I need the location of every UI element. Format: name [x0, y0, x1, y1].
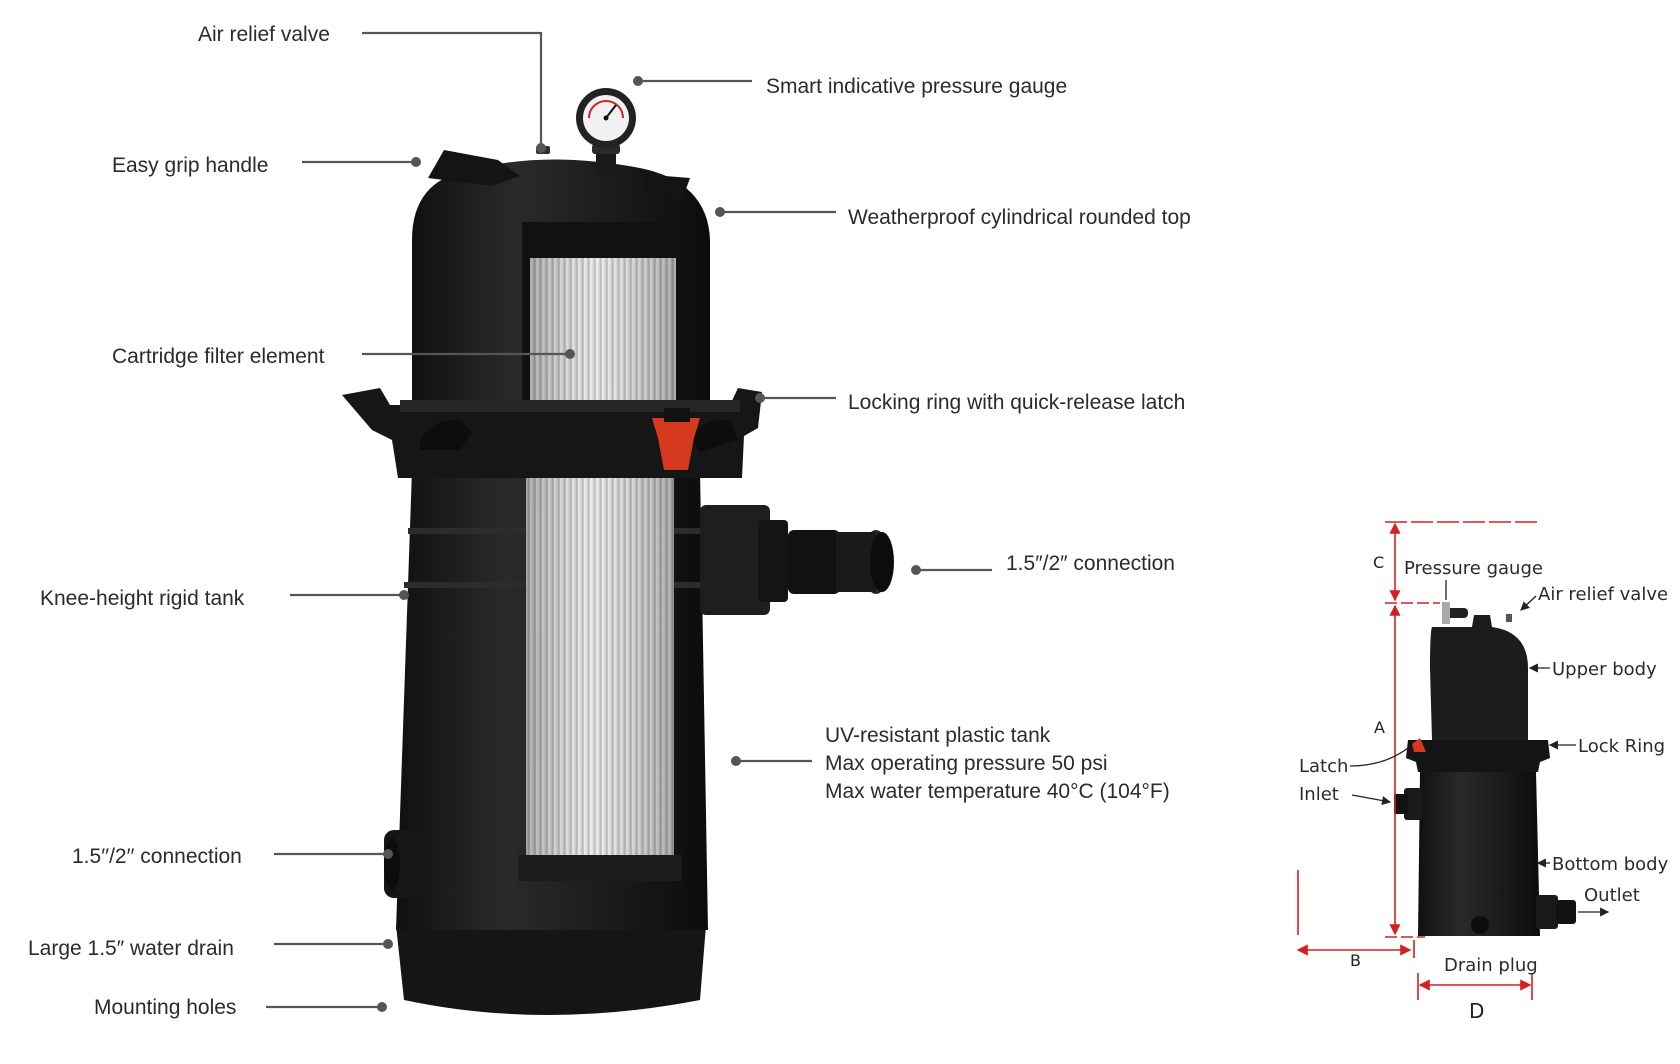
small-label-drain-plug: Drain plug	[1444, 955, 1538, 976]
label-knee-height-tank: Knee-height rigid tank	[40, 587, 245, 610]
callout-pressure-gauge: Smart indicative pressure gauge	[633, 75, 1067, 98]
callout-specs: UV-resistant plastic tank Max operating …	[731, 724, 1170, 803]
callout-water-drain: Large 1.5″ water drain	[28, 937, 393, 960]
callout-connection-right: 1.5″/2″ connection	[911, 552, 1175, 575]
callout-connection-left: 1.5′′/2′′ connection	[72, 845, 393, 868]
label-easy-grip-handle: Easy grip handle	[112, 154, 268, 177]
small-label-air-relief-valve: Air relief valve	[1538, 584, 1668, 605]
pressure-gauge-dial	[576, 88, 636, 174]
small-label-upper-body: Upper body	[1552, 659, 1657, 680]
handle-left	[428, 150, 520, 186]
label-spec-line-3: Max water temperature 40°C (104°F)	[825, 780, 1170, 803]
callout-air-relief-valve: Air relief valve	[198, 23, 546, 153]
callout-rounded-top: Weatherproof cylindrical rounded top	[715, 206, 1191, 229]
callout-locking-ring: Locking ring with quick-release latch	[755, 391, 1185, 414]
callout-mounting-holes: Mounting holes	[94, 996, 387, 1019]
locking-ring-shape	[342, 388, 762, 478]
small-label-latch: Latch	[1299, 756, 1348, 777]
callout-knee-height-tank: Knee-height rigid tank	[40, 587, 409, 610]
dim-label-a: A	[1374, 718, 1385, 737]
dimension-lines	[1296, 521, 1540, 1000]
label-connection-right: 1.5″/2″ connection	[1006, 552, 1175, 575]
label-air-relief-valve: Air relief valve	[198, 23, 330, 46]
small-label-lock-ring: Lock Ring	[1578, 736, 1665, 757]
small-dimension-diagram: C A B D Pressure gauge Air relief valve …	[1296, 521, 1669, 1023]
small-label-pressure-gauge: Pressure gauge	[1404, 558, 1543, 579]
small-label-inlet: Inlet	[1299, 784, 1339, 805]
latch-red	[652, 418, 700, 470]
small-label-outlet: Outlet	[1584, 885, 1640, 906]
label-spec-line-1: UV-resistant plastic tank	[825, 724, 1051, 747]
label-locking-ring: Locking ring with quick-release latch	[848, 391, 1185, 414]
connection-left	[384, 830, 420, 898]
dim-label-b: B	[1350, 951, 1361, 970]
dim-label-d: D	[1469, 999, 1484, 1023]
dim-label-c: C	[1373, 553, 1384, 572]
small-label-bottom-body: Bottom body	[1552, 854, 1669, 875]
label-connection-left: 1.5′′/2′′ connection	[72, 845, 242, 868]
label-pressure-gauge: Smart indicative pressure gauge	[766, 75, 1067, 98]
callout-easy-grip-handle: Easy grip handle	[112, 154, 421, 177]
connection-right	[700, 505, 894, 615]
filter-illustration	[342, 88, 894, 1015]
label-rounded-top: Weatherproof cylindrical rounded top	[848, 206, 1191, 229]
small-filter	[1394, 602, 1576, 936]
callout-cartridge-element: Cartridge filter element	[112, 345, 575, 368]
label-spec-line-2: Max operating pressure 50 psi	[825, 752, 1108, 775]
label-water-drain: Large 1.5″ water drain	[28, 937, 234, 960]
label-mounting-holes: Mounting holes	[94, 996, 236, 1019]
handle-right	[640, 174, 690, 200]
label-cartridge-element: Cartridge filter element	[112, 345, 325, 368]
filter-base	[396, 925, 706, 1015]
